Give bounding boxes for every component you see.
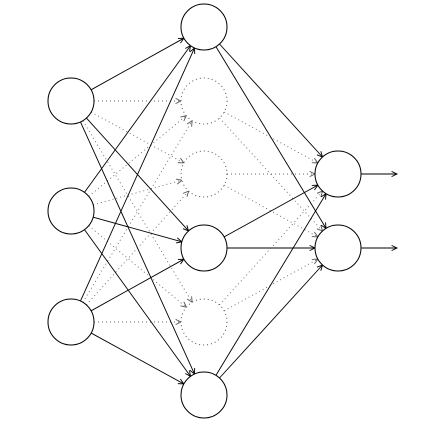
edge-i3-h4 (90, 258, 185, 312)
edge-h2-o2 (219, 117, 323, 232)
edge-h3-o1-arrowhead (309, 170, 317, 178)
edge-i2-h5 (88, 225, 187, 308)
edge-h6-o1 (215, 193, 327, 376)
neurons-layer (47, 3, 362, 419)
output-arrowhead-o2 (391, 244, 399, 252)
edge-i2-h4 (93, 216, 182, 243)
input-neuron-i1 (47, 77, 95, 125)
edge-h1-o1 (219, 43, 323, 158)
edge-i3-h1 (80, 47, 195, 302)
edge-i2-h1 (84, 45, 191, 193)
edge-i2-h5-arrowhead (180, 301, 188, 308)
edge-h6-o2 (219, 264, 323, 379)
edge-i2-h6 (84, 229, 191, 377)
edge-i1-h5 (82, 120, 193, 303)
hidden-neuron-h1 (180, 3, 228, 51)
edge-i2-h3-arrowhead (175, 178, 183, 185)
edge-i2-h3 (93, 179, 182, 206)
edge-i1-h6 (80, 121, 195, 375)
hidden-neuron-h2 (180, 77, 228, 125)
edge-i1-h3 (90, 111, 185, 164)
edge-i1-h1 (90, 37, 185, 91)
edge-i3-h2 (82, 120, 193, 303)
output-arrows-layer (361, 170, 399, 252)
output-neuron-o1 (314, 150, 362, 198)
edge-h1-o2 (215, 46, 327, 229)
hidden-neuron-h6 (180, 371, 228, 419)
edge-i3-h2-arrowhead (186, 119, 193, 127)
edge-h2-o1 (223, 111, 319, 164)
edge-h3-o2-arrowhead (311, 231, 319, 238)
output-neuron-o2 (314, 224, 362, 272)
edge-i2-h2 (88, 115, 187, 197)
hidden-neuron-h3 (180, 150, 228, 198)
hidden-neuron-h5 (180, 298, 228, 346)
edge-i3-h6 (90, 332, 185, 385)
hidden-neuron-h4 (180, 224, 228, 272)
input-neuron-i2 (47, 187, 95, 235)
edge-i2-h2-arrowhead (180, 115, 188, 122)
edge-i1-h5-arrowhead (186, 296, 193, 304)
edge-h5-o2-arrowhead (311, 258, 319, 265)
input-neuron-i3 (47, 298, 95, 346)
edge-h4-o1 (223, 184, 319, 238)
output-arrowhead-o1 (391, 170, 399, 178)
